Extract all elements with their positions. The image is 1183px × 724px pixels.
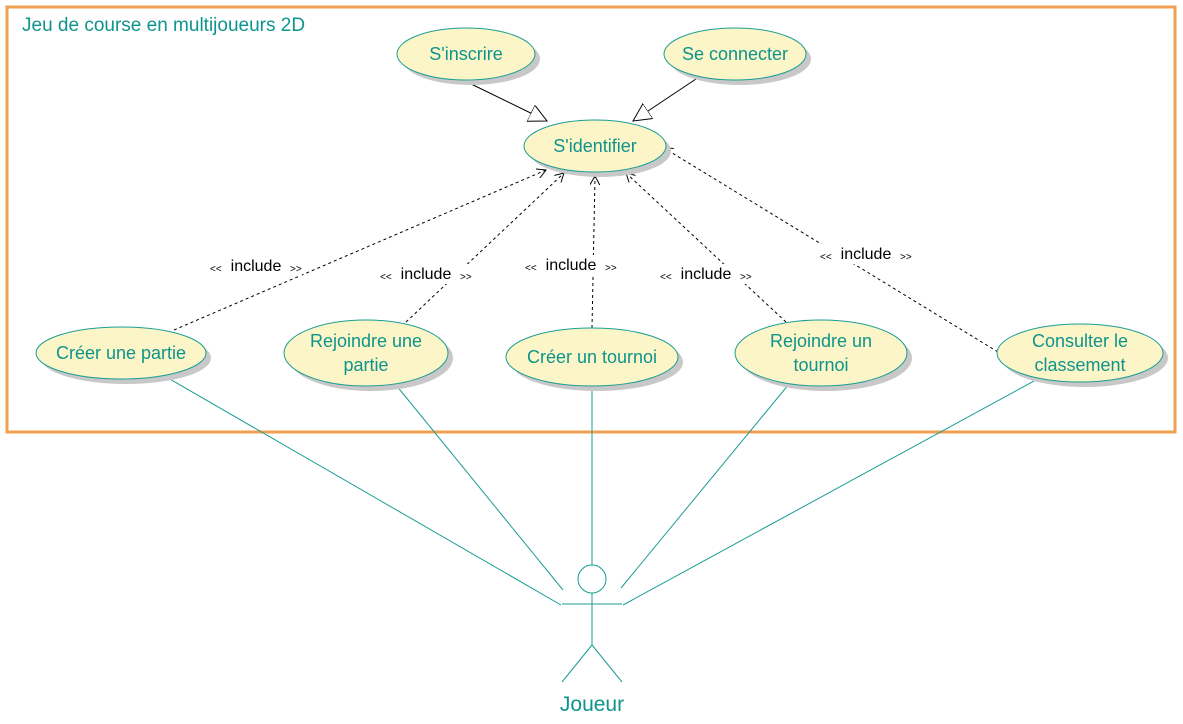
- svg-text:<<: <<: [210, 264, 222, 275]
- usecase-consulter-line2: classement: [1034, 355, 1125, 375]
- usecase-consulter-line1: Consulter le: [1032, 331, 1128, 351]
- usecase-creer-tournoi[interactable]: Créer un tournoi: [505, 327, 683, 391]
- usecase-creer-tournoi-label: Créer un tournoi: [527, 347, 657, 367]
- include-label-rejoindre-partie: << include >>: [380, 264, 472, 284]
- svg-text:<<: <<: [660, 272, 672, 283]
- include-arrow-rejoindre-tournoi: [626, 173, 787, 323]
- actor-name: Joueur: [560, 693, 624, 716]
- svg-text:>>: >>: [900, 252, 912, 263]
- usecase-sidentifier-label: S'identifier: [553, 136, 636, 156]
- actor-head: [577, 564, 607, 594]
- usecase-rejoindre-tournoi-line2: tournoi: [793, 355, 848, 375]
- usecase-rejoindre-partie-line1: Rejoindre une: [310, 331, 422, 351]
- svg-text:include: include: [841, 246, 892, 263]
- association-creer-partie: [167, 377, 562, 606]
- include-label-consulter: << include >>: [820, 244, 912, 264]
- usecase-rejoindre-tournoi-line1: Rejoindre un: [770, 331, 872, 351]
- association-rejoindre-tournoi: [620, 383, 790, 589]
- svg-text:include: include: [231, 258, 282, 275]
- usecase-sinscrire-label: S'inscrire: [429, 44, 502, 64]
- usecase-consulter-classement[interactable]: Consulter le classement: [996, 323, 1168, 387]
- svg-text:<<: <<: [380, 272, 392, 283]
- usecase-sinscrire[interactable]: S'inscrire: [396, 27, 540, 85]
- svg-text:<<: <<: [525, 263, 537, 274]
- include-label-creer-tournoi: << include >>: [525, 255, 617, 275]
- include-arrow-creer-partie: [173, 170, 546, 331]
- include-label-rejoindre-tournoi: << include >>: [660, 264, 752, 284]
- usecase-creer-partie[interactable]: Créer une partie: [35, 326, 211, 384]
- usecase-rejoindre-tournoi[interactable]: Rejoindre un tournoi: [734, 319, 912, 391]
- include-label-creer-partie: << include >>: [210, 256, 302, 276]
- generalization-sinscrire: [464, 80, 547, 121]
- system-boundary: [5, 5, 1177, 434]
- include-arrow-creer-tournoi: [592, 176, 595, 329]
- include-arrow-consulter: [664, 148, 999, 353]
- usecase-sidentifier[interactable]: S'identifier: [523, 119, 671, 177]
- include-arrow-rejoindre-partie: [405, 173, 564, 323]
- usecase-rejoindre-partie[interactable]: Rejoindre une partie: [283, 319, 453, 391]
- actor-right-leg: [591, 644, 623, 683]
- usecase-seconnecter[interactable]: Se connecter: [663, 27, 811, 85]
- system-title: Jeu de course en multijoueurs 2D: [22, 15, 305, 36]
- svg-text:<<: <<: [820, 252, 832, 263]
- svg-text:include: include: [546, 257, 597, 274]
- usecase-rejoindre-partie-line2: partie: [343, 355, 388, 375]
- svg-text:>>: >>: [605, 263, 617, 274]
- svg-text:>>: >>: [290, 264, 302, 275]
- generalization-seconnecter: [633, 78, 697, 121]
- svg-text:include: include: [681, 266, 732, 283]
- svg-text:include: include: [401, 266, 452, 283]
- svg-text:>>: >>: [740, 272, 752, 283]
- usecase-seconnecter-label: Se connecter: [682, 44, 788, 64]
- association-consulter: [622, 380, 1035, 606]
- actor-joueur[interactable]: Joueur: [560, 564, 624, 716]
- actor-left-leg: [561, 644, 593, 683]
- svg-text:>>: >>: [460, 272, 472, 283]
- association-rejoindre-partie: [395, 384, 564, 591]
- usecase-creer-partie-label: Créer une partie: [56, 343, 186, 363]
